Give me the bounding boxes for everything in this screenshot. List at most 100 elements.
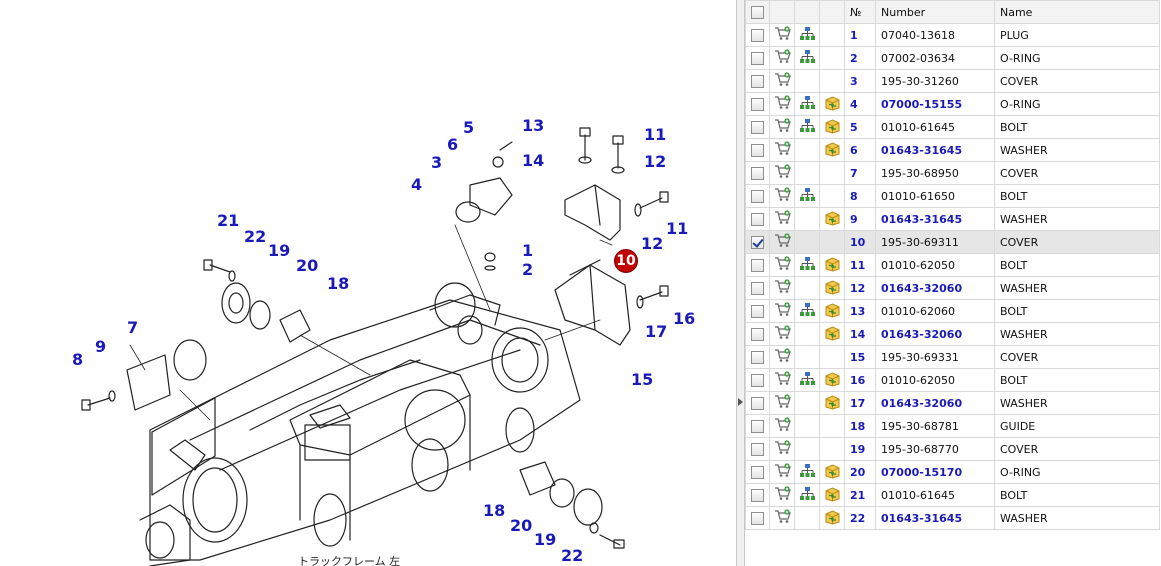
callout-20[interactable]: 20 (510, 516, 533, 535)
row-checkbox[interactable] (751, 258, 764, 272)
row-checkbox[interactable] (751, 465, 764, 479)
row-number[interactable]: 01010-62060 (875, 299, 995, 323)
substitute-box-icon[interactable] (824, 210, 841, 229)
add-to-cart-icon[interactable] (774, 417, 791, 435)
add-to-cart-icon[interactable] (774, 95, 791, 113)
add-to-cart-icon[interactable] (774, 394, 791, 412)
hierarchy-tree-icon[interactable] (799, 26, 816, 44)
callout-4[interactable]: 4 (411, 175, 423, 194)
add-to-cart-icon[interactable] (774, 118, 791, 136)
row-checkbox[interactable] (751, 373, 764, 387)
add-to-cart-icon[interactable] (774, 463, 791, 481)
row-checkbox[interactable] (751, 327, 764, 341)
add-to-cart-icon[interactable] (774, 348, 791, 366)
row-checkbox[interactable] (751, 143, 764, 157)
hierarchy-tree-icon[interactable] (799, 187, 816, 205)
callout-12[interactable]: 12 (644, 152, 667, 171)
header-no[interactable]: № (844, 0, 876, 24)
row-checkbox[interactable] (751, 235, 764, 249)
row-checkbox[interactable] (751, 212, 764, 226)
row-checkbox[interactable] (751, 28, 764, 42)
add-to-cart-icon[interactable] (774, 325, 791, 343)
row-number[interactable]: 07002-03634 (875, 46, 995, 70)
callout-14[interactable]: 14 (522, 151, 545, 170)
callout-18[interactable]: 18 (483, 501, 506, 520)
row-checkbox[interactable] (751, 488, 764, 502)
hierarchy-tree-icon[interactable] (799, 302, 816, 320)
callout-2[interactable]: 2 (522, 260, 534, 279)
callout-20[interactable]: 20 (296, 256, 319, 275)
substitute-box-icon[interactable] (824, 486, 841, 505)
row-checkbox[interactable] (751, 189, 764, 203)
callout-22[interactable]: 22 (561, 546, 584, 565)
callout-6[interactable]: 6 (447, 135, 459, 154)
callout-18[interactable]: 18 (327, 274, 350, 293)
row-number[interactable]: 01643-31645 (875, 207, 995, 231)
row-number[interactable]: 195-30-31260 (875, 69, 995, 93)
parts-diagram[interactable]: 13 11 5 6 14 12 3 4 11 12 21 22 19 20 1 … (0, 0, 737, 566)
row-number[interactable]: 01643-31645 (875, 506, 995, 530)
hierarchy-tree-icon[interactable] (799, 256, 816, 274)
row-checkbox[interactable] (751, 166, 764, 180)
row-number[interactable]: 195-30-68781 (875, 414, 995, 438)
row-number[interactable]: 01010-62050 (875, 253, 995, 277)
row-number[interactable]: 01010-61645 (875, 483, 995, 507)
row-number[interactable]: 01643-31645 (875, 138, 995, 162)
callout-19[interactable]: 19 (534, 530, 557, 549)
substitute-box-icon[interactable] (824, 256, 841, 275)
row-checkbox[interactable] (751, 511, 764, 525)
row-number[interactable]: 01643-32060 (875, 391, 995, 415)
substitute-box-icon[interactable] (824, 279, 841, 298)
row-checkbox[interactable] (751, 97, 764, 111)
hierarchy-tree-icon[interactable] (799, 463, 816, 481)
callout-8[interactable]: 8 (72, 350, 84, 369)
callout-11[interactable]: 11 (666, 219, 689, 238)
substitute-box-icon[interactable] (824, 325, 841, 344)
callout-19[interactable]: 19 (268, 241, 291, 260)
callout-10-highlighted[interactable]: 10 (614, 249, 638, 273)
substitute-box-icon[interactable] (824, 118, 841, 137)
row-checkbox[interactable] (751, 442, 764, 456)
hierarchy-tree-icon[interactable] (799, 95, 816, 113)
callout-22[interactable]: 22 (244, 227, 267, 246)
row-number[interactable]: 195-30-68770 (875, 437, 995, 461)
substitute-box-icon[interactable] (824, 371, 841, 390)
row-number[interactable]: 01010-62050 (875, 368, 995, 392)
row-number[interactable]: 07000-15155 (875, 92, 995, 116)
row-checkbox[interactable] (751, 419, 764, 433)
hierarchy-tree-icon[interactable] (799, 118, 816, 136)
callout-17[interactable]: 17 (645, 322, 668, 341)
add-to-cart-icon[interactable] (774, 210, 791, 228)
row-number[interactable]: 195-30-69311 (875, 230, 995, 254)
row-number[interactable]: 01010-61645 (875, 115, 995, 139)
hierarchy-tree-icon[interactable] (799, 486, 816, 504)
add-to-cart-icon[interactable] (774, 509, 791, 527)
add-to-cart-icon[interactable] (774, 440, 791, 458)
add-to-cart-icon[interactable] (774, 49, 791, 67)
row-number[interactable]: 195-30-69331 (875, 345, 995, 369)
add-to-cart-icon[interactable] (774, 371, 791, 389)
row-checkbox[interactable] (751, 281, 764, 295)
add-to-cart-icon[interactable] (774, 164, 791, 182)
substitute-box-icon[interactable] (824, 509, 841, 528)
row-number[interactable]: 07040-13618 (875, 23, 995, 47)
add-to-cart-icon[interactable] (774, 256, 791, 274)
row-checkbox[interactable] (751, 51, 764, 65)
substitute-box-icon[interactable] (824, 141, 841, 160)
add-to-cart-icon[interactable] (774, 26, 791, 44)
hierarchy-tree-icon[interactable] (799, 49, 816, 67)
